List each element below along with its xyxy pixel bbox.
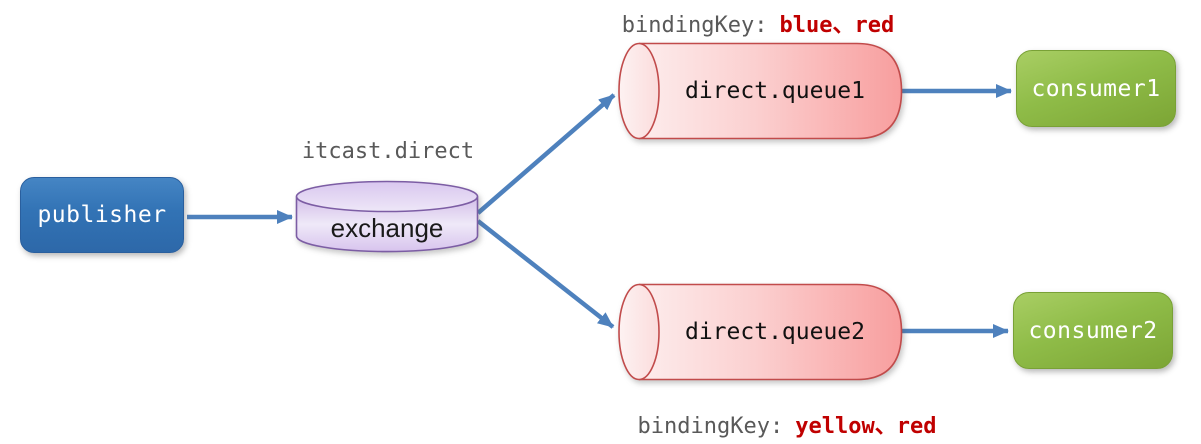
queue2-cylinder — [618, 283, 903, 381]
binding-key-label-queue2: bindingKey: yellow、red — [617, 408, 957, 440]
binding-key-values-queue2: yellow、red — [795, 414, 937, 439]
arrow-exchange-to-queue1 — [476, 93, 616, 215]
queue2-label: direct.queue2 — [684, 319, 865, 345]
queue1-label: direct.queue1 — [684, 78, 865, 104]
consumer2-label: consumer2 — [1028, 317, 1158, 344]
consumer1-label: consumer1 — [1031, 75, 1161, 102]
publisher-node: publisher — [20, 177, 184, 253]
arrow-exchange-to-queue2 — [476, 219, 615, 329]
binding-key-label-queue1: bindingKey: blue、red — [588, 7, 928, 39]
consumer2-node: consumer2 — [1013, 292, 1173, 369]
exchange-cylinder — [295, 180, 479, 253]
queue2-node: direct.queue2 — [617, 283, 903, 381]
queue1-cylinder — [618, 42, 903, 140]
queue1-node: direct.queue1 — [617, 42, 903, 140]
exchange-label: exchange — [330, 212, 444, 243]
publisher-label: publisher — [37, 202, 167, 228]
binding-key-prefix-queue2: bindingKey: — [637, 414, 784, 439]
exchange-node: exchange — [295, 180, 479, 254]
consumer1-node: consumer1 — [1016, 50, 1176, 127]
binding-key-values-queue1: blue、red — [779, 13, 895, 38]
exchange-name-label: itcast.direct — [301, 139, 475, 164]
binding-key-prefix-queue1: bindingKey: — [621, 13, 768, 38]
